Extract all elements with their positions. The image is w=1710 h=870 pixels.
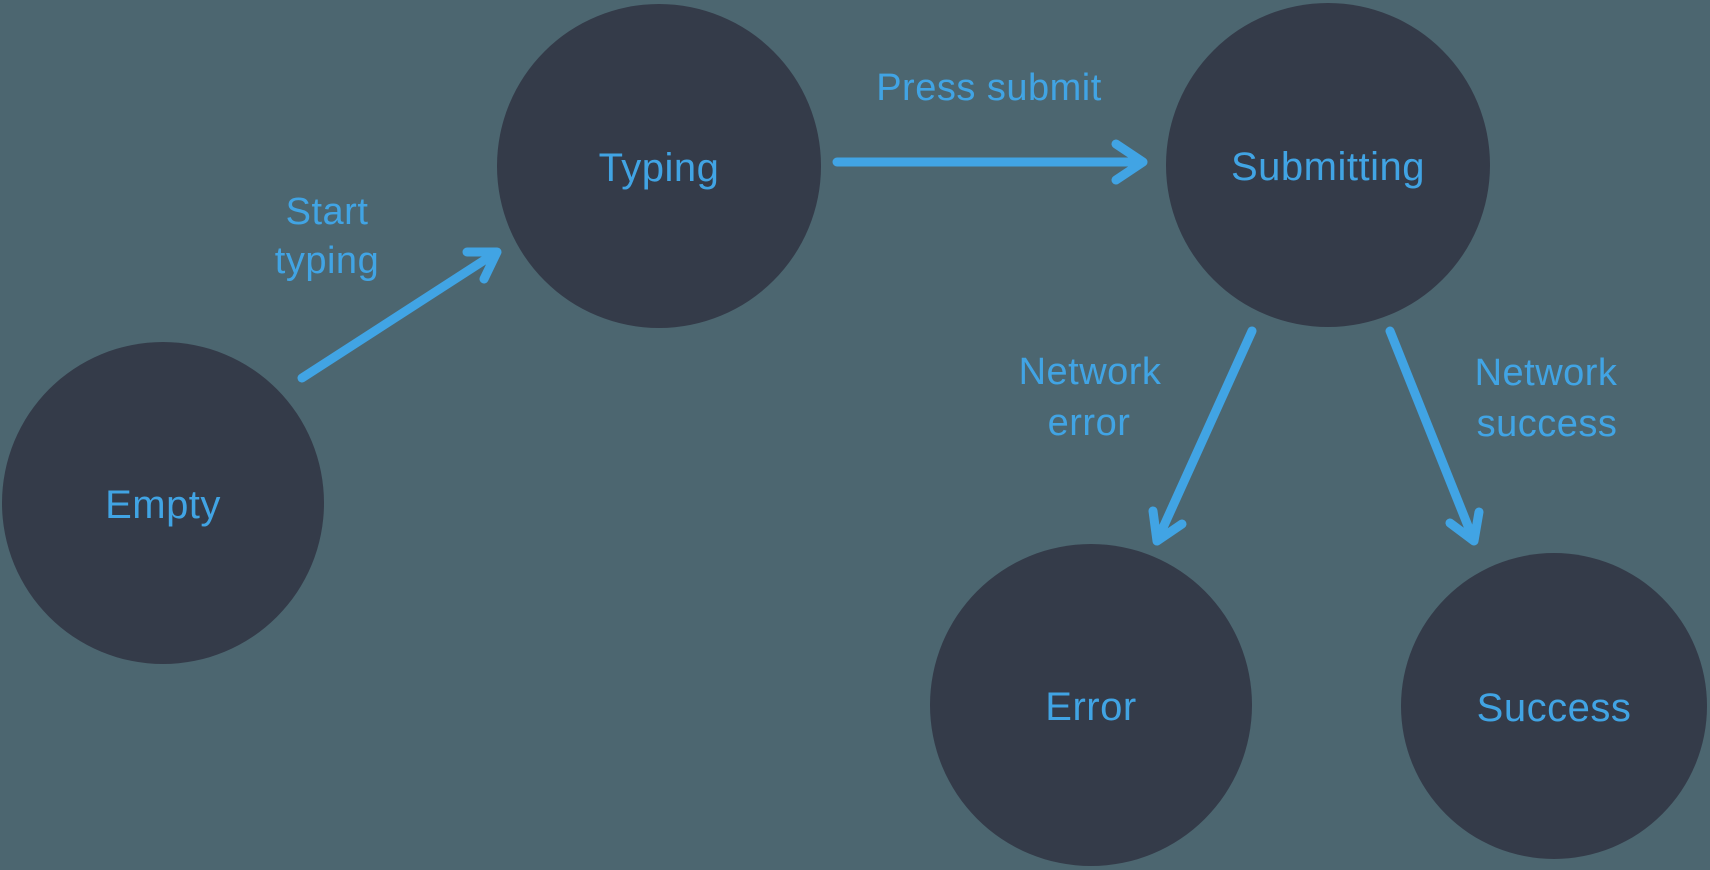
- edge-label-network-error-line2: error: [1048, 402, 1131, 444]
- node-empty: Empty: [2, 342, 324, 664]
- node-submitting: Submitting: [1166, 3, 1490, 327]
- edge-submitting-to-success: Network success: [1385, 326, 1618, 546]
- node-typing-label: Typing: [599, 146, 720, 190]
- node-error-label: Error: [1045, 685, 1136, 729]
- node-success-label: Success: [1477, 686, 1632, 730]
- node-submitting-circle: [1166, 3, 1490, 327]
- edge-typing-to-submitting: Press submit: [832, 67, 1148, 185]
- node-submitting-label: Submitting: [1231, 145, 1425, 189]
- edge-empty-to-typing: Start typing: [275, 191, 502, 383]
- node-success: Success: [1401, 553, 1707, 859]
- node-success-circle: [1401, 553, 1707, 859]
- edge-label-network-success-line2: success: [1477, 403, 1618, 445]
- edge-label-network-success-line1: Network: [1475, 352, 1618, 394]
- node-typing-circle: [497, 4, 821, 328]
- arrow-line: [1148, 326, 1257, 546]
- node-error-circle: [930, 544, 1252, 866]
- arrow-line: [297, 247, 502, 383]
- edge-label-press-submit: Press submit: [876, 67, 1102, 109]
- edge-label-start-typing-line2: typing: [275, 240, 379, 282]
- node-typing: Typing: [497, 4, 821, 328]
- arrow-line: [832, 139, 1148, 185]
- edge-label-start-typing-line1: Start: [286, 191, 369, 233]
- node-empty-label: Empty: [105, 483, 221, 527]
- node-empty-circle: [2, 342, 324, 664]
- edge-submitting-to-error: Network error: [1019, 326, 1257, 546]
- node-error: Error: [930, 544, 1252, 866]
- edge-label-network-error-line1: Network: [1019, 351, 1162, 393]
- arrow-line: [1385, 326, 1484, 546]
